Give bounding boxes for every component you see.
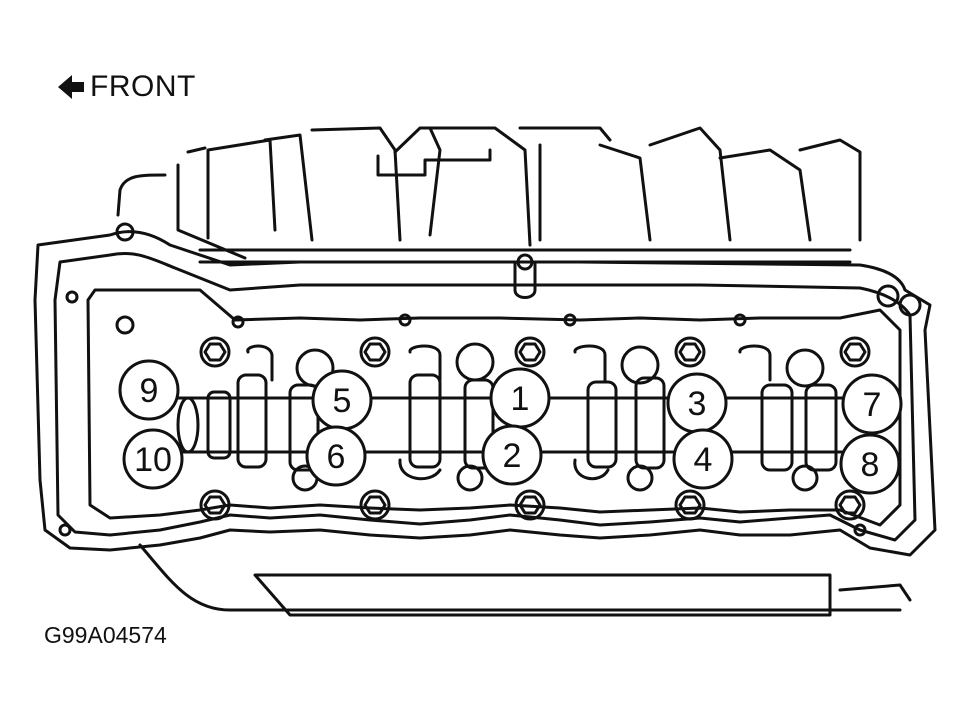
front-text: FRONT [90,70,196,103]
callout-7: 7 [841,373,903,435]
svg-text:4: 4 [694,441,713,479]
callout-1: 1 [489,367,551,429]
svg-text:7: 7 [863,386,882,424]
callout-10: 10 [122,428,184,490]
front-direction-label: FRONT [56,70,196,104]
figure-code: G99A04574 [44,622,167,648]
head-bolts [115,284,922,521]
svg-text:5: 5 [333,382,352,420]
callout-4: 4 [672,428,734,490]
callout-2: 2 [481,424,543,486]
svg-text:10: 10 [134,441,172,479]
svg-text:8: 8 [861,446,880,484]
callout-9: 9 [118,359,180,421]
callout-6: 6 [305,425,367,487]
callout-8: 8 [839,433,901,495]
svg-text:1: 1 [511,380,530,418]
callout-3: 3 [666,372,728,434]
left-arrow-icon [58,75,84,99]
intake-manifold [116,126,862,264]
callout-5: 5 [311,369,373,431]
bolt-callouts: 1 2 3 4 5 6 7 8 [118,359,903,495]
svg-text:2: 2 [503,437,522,475]
svg-text:3: 3 [688,385,707,423]
svg-text:6: 6 [327,438,346,476]
svg-text:9: 9 [140,372,159,410]
